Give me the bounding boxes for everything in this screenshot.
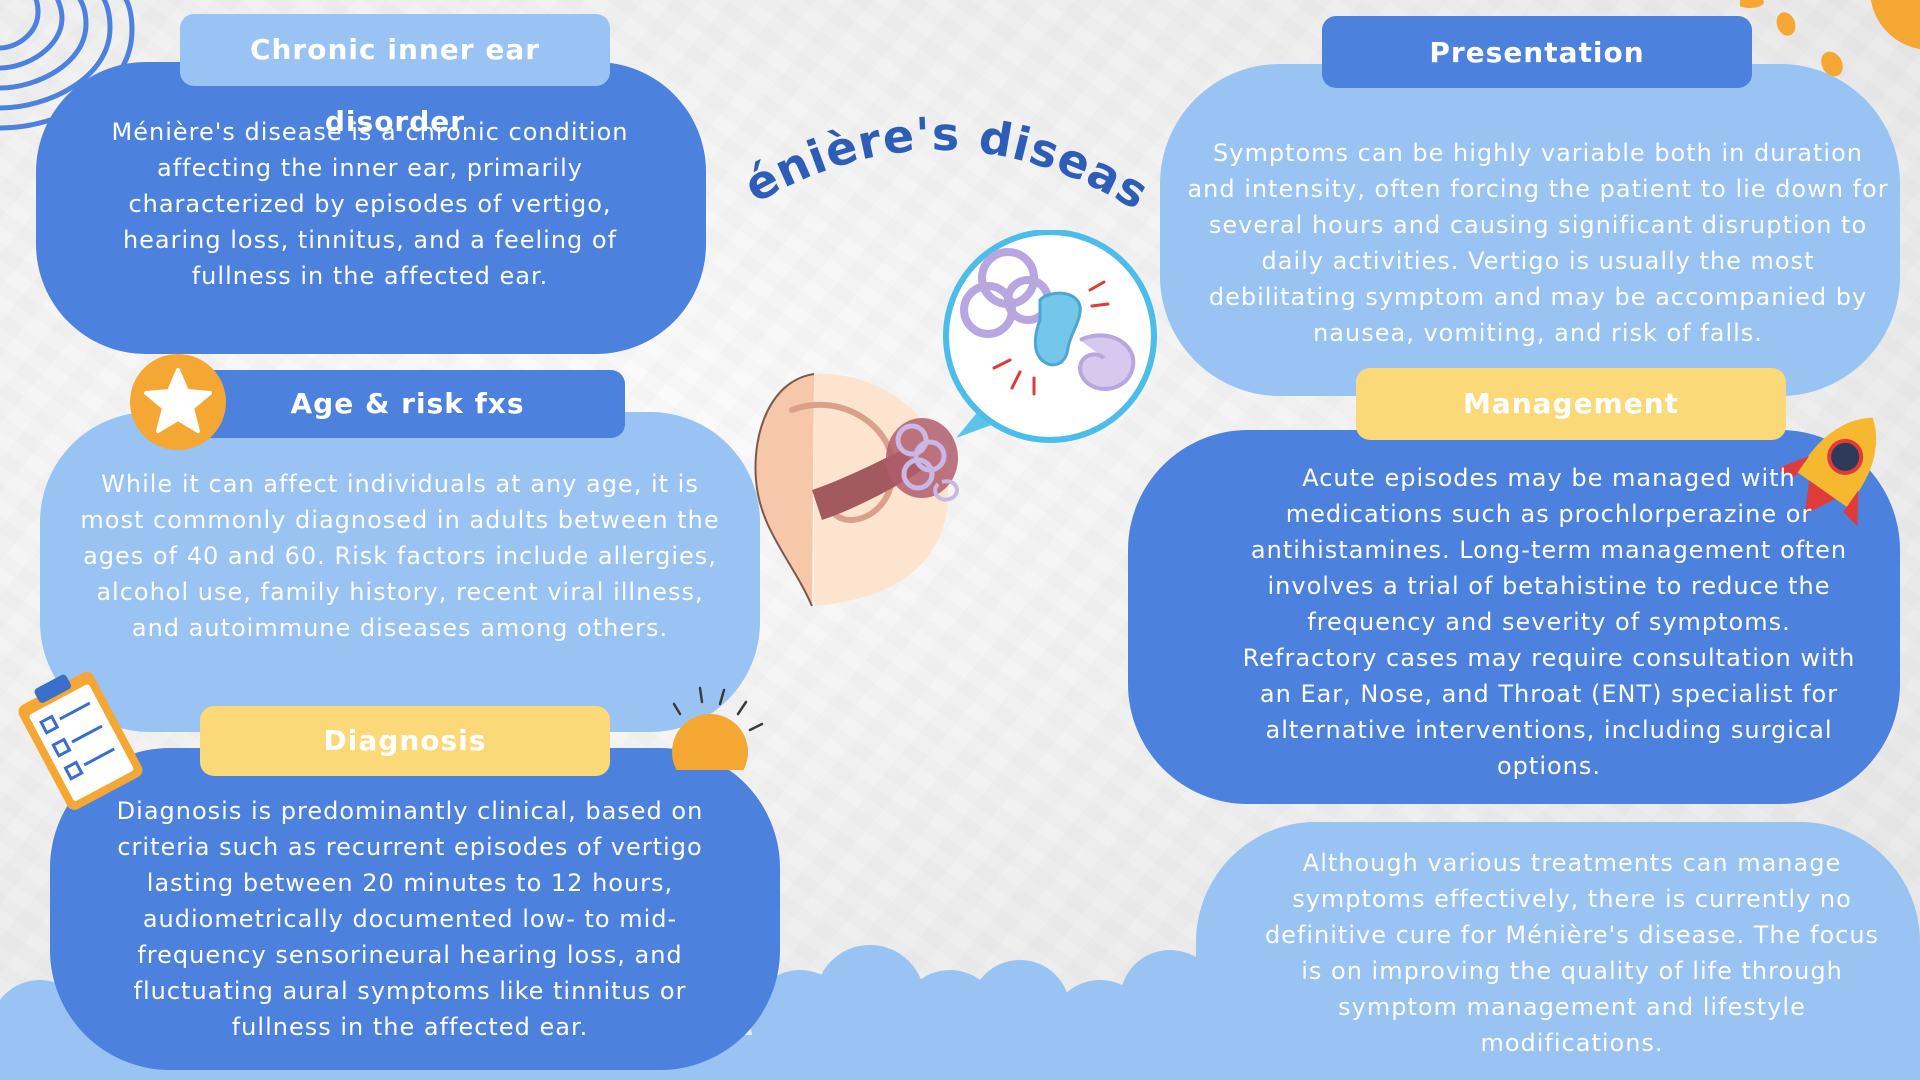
page-title: Ménière's disease — [730, 60, 1150, 220]
presentation-heading: Presentation — [1322, 16, 1752, 88]
diagnosis-heading: Diagnosis — [200, 706, 610, 776]
rocket-icon — [1780, 417, 1877, 527]
sun-icon — [672, 686, 764, 770]
clipboard-icon — [18, 671, 143, 810]
management-panel — [1128, 430, 1900, 804]
chronic-text: Ménière's disease is a chronic condition… — [111, 118, 629, 290]
svg-text:Ménière's disease: Ménière's disease — [730, 60, 1150, 220]
chronic-heading: Chronic inner ear disorder — [180, 14, 610, 138]
chronic-panel — [36, 62, 706, 354]
presentation-text: Symptoms can be highly variable both in … — [1187, 139, 1889, 347]
age-heading: Age & risk fxs — [190, 370, 625, 438]
inner-ear-icon — [943, 230, 1157, 443]
diagnosis-panel — [50, 748, 780, 1070]
outlook-panel — [1196, 822, 1920, 1080]
management-heading: Management — [1356, 368, 1786, 440]
age-panel — [40, 412, 760, 732]
outlook-text: Although various treatments can manage s… — [1264, 849, 1880, 1057]
management-text: Acute episodes may be managed with medic… — [1242, 464, 1856, 780]
diagnosis-text: Diagnosis is predominantly clinical, bas… — [116, 797, 704, 1041]
swirl-icon — [0, 0, 135, 131]
ear-illustration — [754, 373, 959, 607]
presentation-panel — [1160, 64, 1900, 396]
age-text: While it can affect individuals at any a… — [80, 470, 720, 642]
star-icon — [130, 354, 226, 450]
